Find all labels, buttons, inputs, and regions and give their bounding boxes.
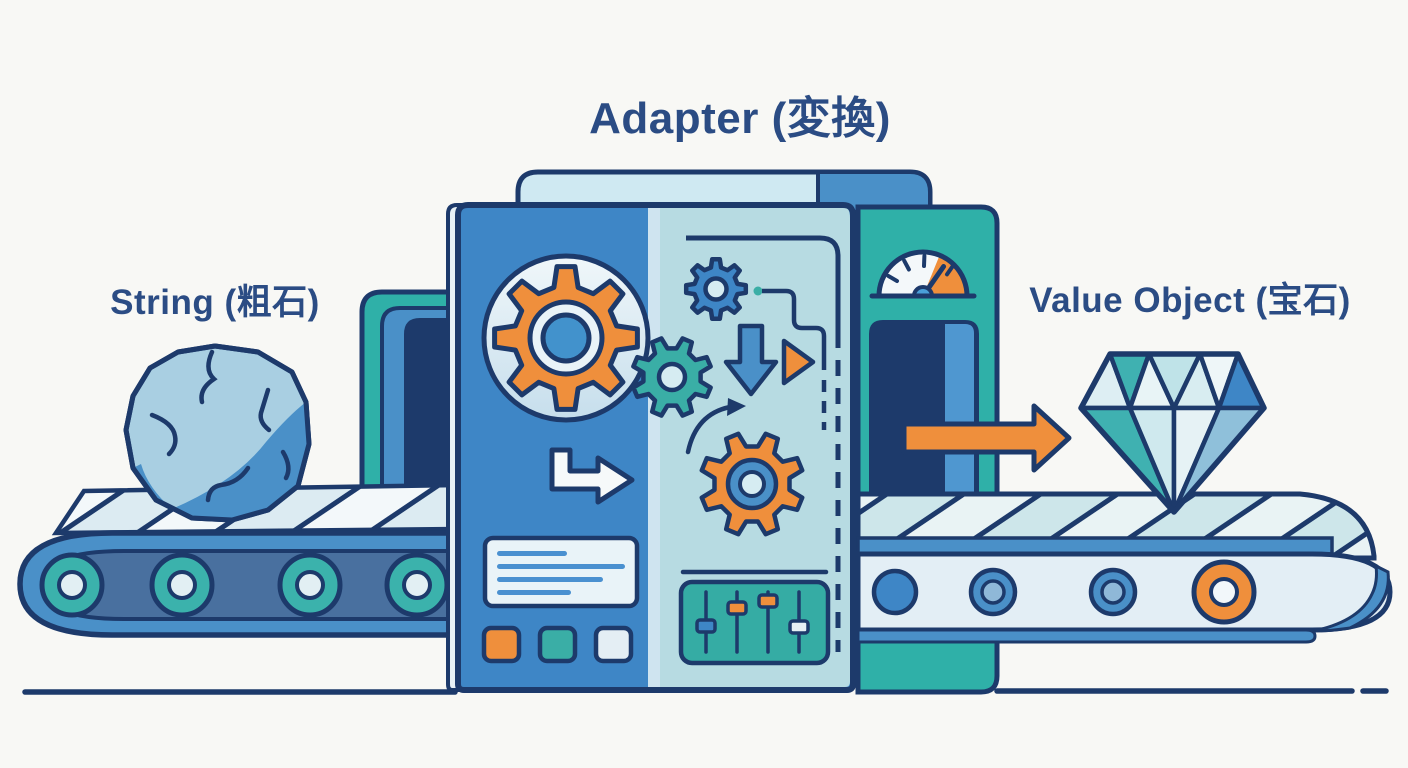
button-teal xyxy=(537,625,578,664)
flow-line xyxy=(753,286,827,430)
play-triangle-icon xyxy=(781,338,816,386)
slider-handle xyxy=(726,600,748,616)
gear-icon-blue xyxy=(683,256,749,322)
button-orange xyxy=(481,625,522,664)
curved-arrow-icon xyxy=(685,398,746,455)
code-lines-icon xyxy=(482,535,640,609)
slider-handle xyxy=(788,619,810,635)
gauge-icon xyxy=(869,249,977,299)
input-label-string: String (粗石) xyxy=(110,283,320,322)
output-label-value-object: Value Object (宝石) xyxy=(1029,281,1351,320)
output-arrow-icon xyxy=(901,403,1072,473)
adapter-machine xyxy=(446,202,856,693)
rock-icon xyxy=(123,343,312,523)
slider-handle xyxy=(695,618,717,634)
down-arrow-icon xyxy=(723,323,779,397)
conveyor-belt-left xyxy=(17,482,461,638)
belt-roller xyxy=(39,552,450,618)
gear-icon-large-orange xyxy=(492,264,640,412)
sliders-icon xyxy=(678,579,831,666)
diamond-icon xyxy=(1078,351,1267,515)
slider-handle xyxy=(757,593,779,609)
gear-icon-orange xyxy=(699,431,805,537)
corner-arrow-icon xyxy=(549,447,635,505)
conveyor-belt-right xyxy=(855,491,1393,644)
belt-roller xyxy=(871,559,1257,625)
buttons-row xyxy=(481,625,634,664)
gear-icon-teal xyxy=(631,336,713,418)
ground-line xyxy=(22,688,1389,695)
panel-inner-border xyxy=(686,235,841,652)
adapter-title: Adapter (変換) xyxy=(589,94,891,143)
button-pale xyxy=(593,625,634,664)
